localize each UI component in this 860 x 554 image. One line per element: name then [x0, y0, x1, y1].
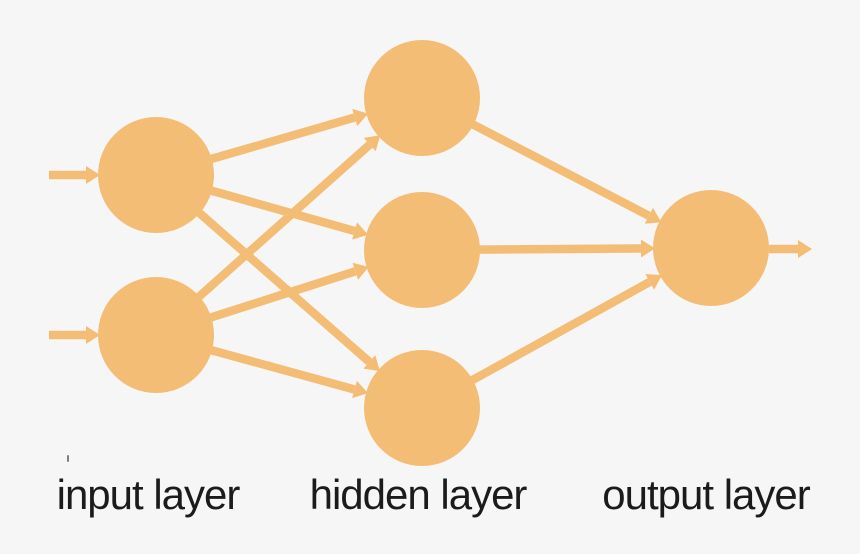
- output-layer-label: output layer: [602, 471, 810, 518]
- hidden-node-1: [364, 40, 480, 156]
- hidden-node-3: [364, 350, 480, 466]
- hidden-node-2: [364, 192, 480, 308]
- nodes-group: [98, 40, 769, 466]
- input-node-1: [98, 117, 214, 233]
- stray-tick-mark: [67, 455, 69, 462]
- input-node-2: [98, 277, 214, 393]
- output-node-1: [653, 190, 769, 306]
- hidden-layer-label: hidden layer: [309, 471, 528, 518]
- input-layer-label: input layer: [56, 471, 241, 518]
